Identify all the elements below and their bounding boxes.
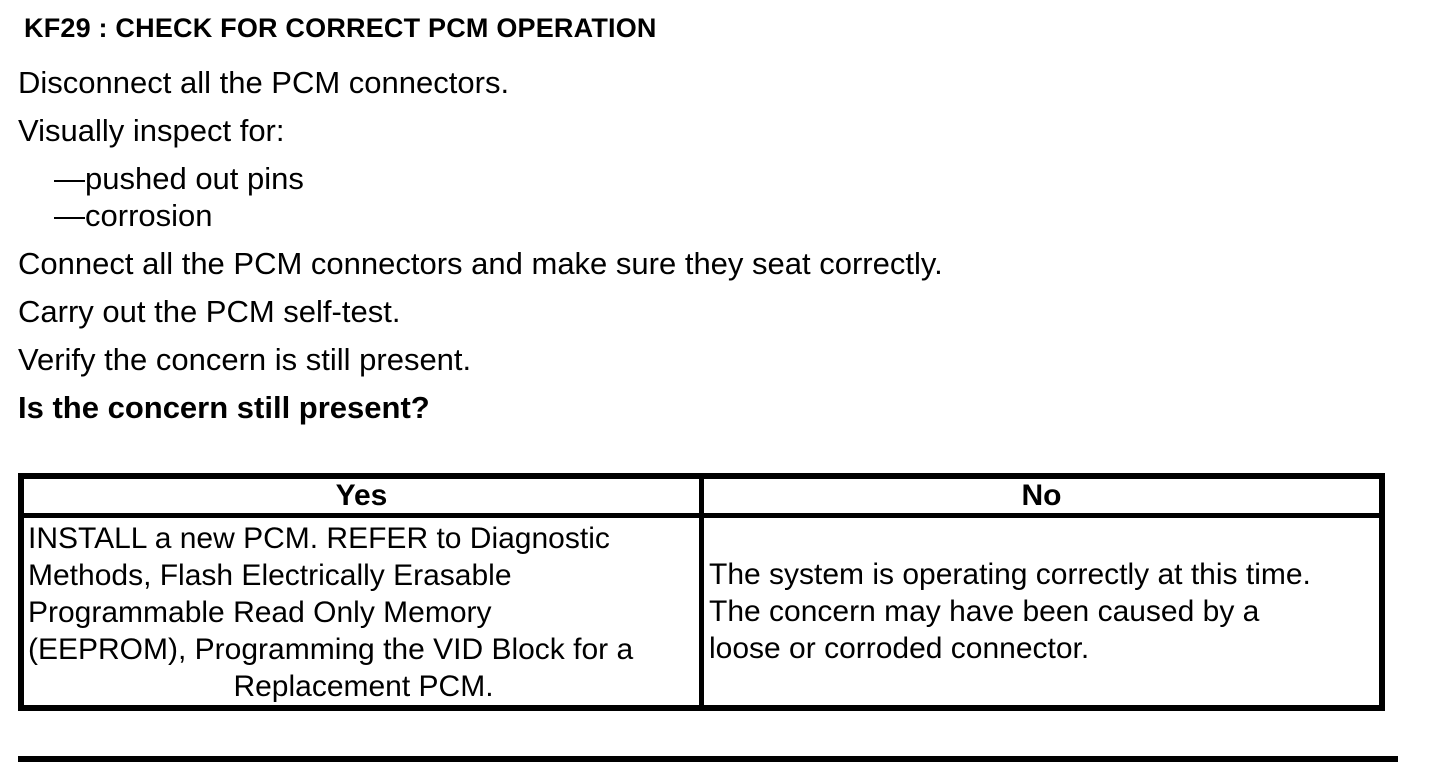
yes-cell-line: Methods, Flash Electrically Erasable	[28, 559, 512, 592]
yes-cell-line: Programmable Read Only Memory	[28, 596, 492, 629]
page-title: KF29 : CHECK FOR CORRECT PCM OPERATION	[24, 13, 657, 43]
horizontal-rule	[18, 756, 1398, 762]
step-self-test: Carry out the PCM self-test.	[18, 294, 401, 329]
list-item-corrosion: —corrosion	[54, 198, 213, 233]
yes-cell-last-line: Replacement PCM.	[233, 670, 494, 703]
step-verify-concern: Verify the concern is still present.	[18, 342, 472, 377]
result-table: Yes No INSTALL a new PCM. REFER to Diagn…	[18, 473, 1385, 711]
inspect-list: —pushed out pins —corrosion	[18, 160, 1440, 234]
no-action-cell: The system is operating correctly at thi…	[699, 513, 1385, 711]
yes-cell-line: INSTALL a new PCM. REFER to Diagnostic	[28, 522, 610, 555]
step-disconnect-connectors: Disconnect all the PCM connectors.	[18, 65, 510, 100]
yes-action-cell: INSTALL a new PCM. REFER to Diagnostic M…	[18, 513, 704, 711]
decision-question: Is the concern still present?	[18, 390, 430, 425]
result-table-header-row: Yes No	[18, 473, 1385, 518]
step-connect-connectors: Connect all the PCM connectors and make …	[18, 246, 943, 281]
yes-column-header: Yes	[18, 473, 704, 518]
no-cell-line: The concern may have been caused by a	[709, 595, 1260, 628]
yes-cell-line: (EEPROM), Programming the VID Block for …	[28, 633, 634, 666]
step-visual-inspect-intro: Visually inspect for:	[18, 113, 285, 148]
no-column-header: No	[699, 473, 1385, 518]
no-cell-line: loose or corroded connector.	[709, 632, 1090, 665]
list-item-pushed-out-pins: —pushed out pins	[54, 161, 304, 196]
no-cell-line: The system is operating correctly at thi…	[709, 558, 1311, 591]
result-table-body-row: INSTALL a new PCM. REFER to Diagnostic M…	[18, 513, 1385, 711]
